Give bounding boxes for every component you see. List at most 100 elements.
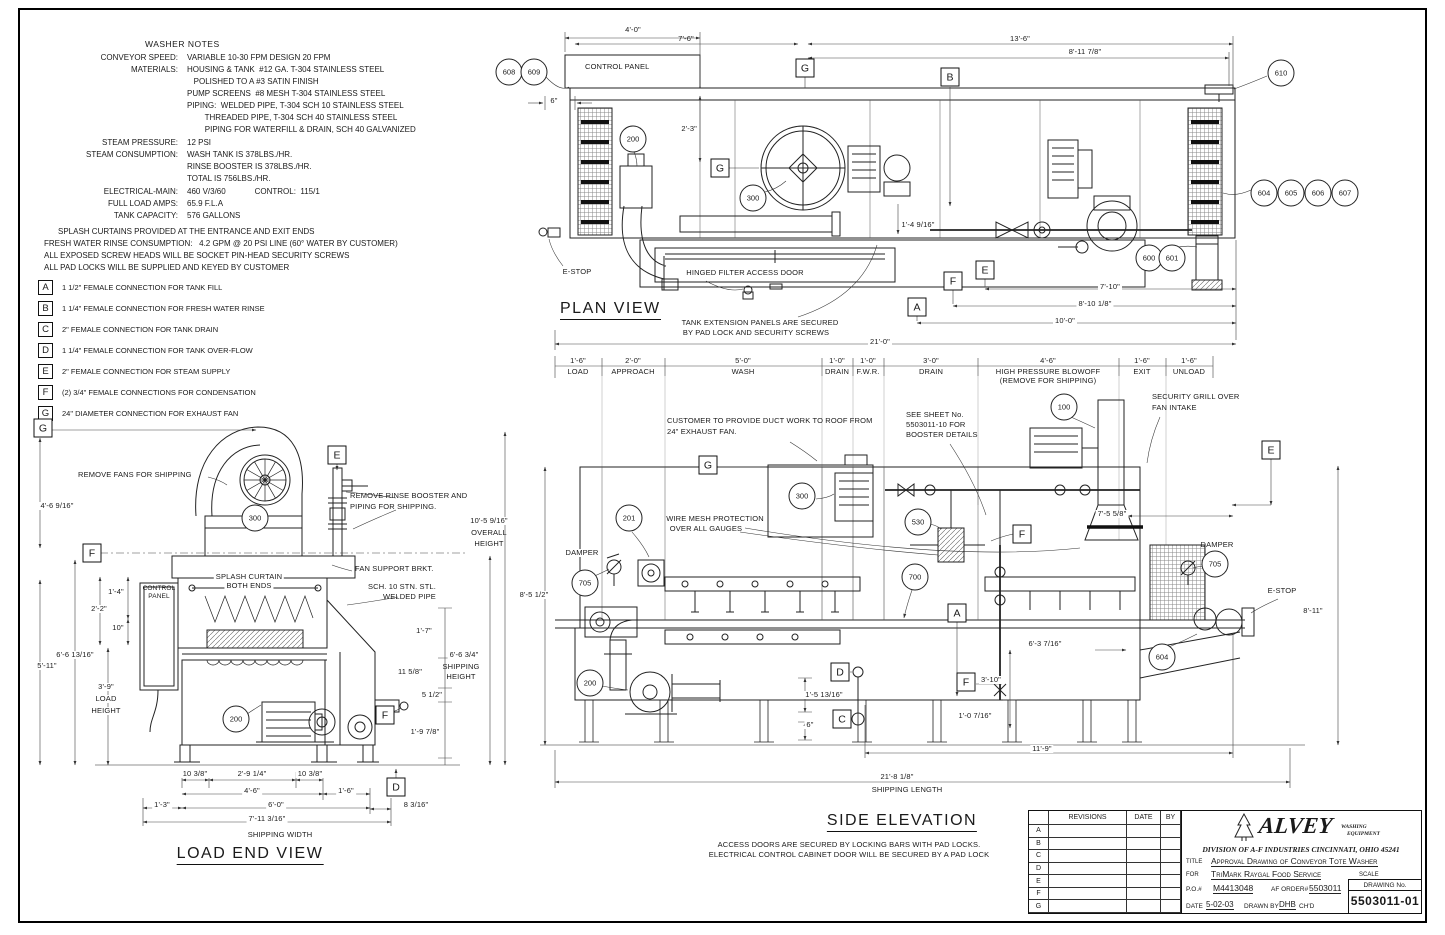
plan-right-grill <box>1187 107 1223 236</box>
dim-label: 6" <box>548 96 560 106</box>
spec-label <box>36 174 178 183</box>
load-fans-note: REMOVE FANS FOR SHIPPING <box>78 470 192 479</box>
ref-letter: E <box>975 260 995 280</box>
ref-letter: F <box>956 672 976 692</box>
spec-value: RINSE BOOSTER IS 378LBS./HR. <box>187 162 312 171</box>
dim-label: 1'-3" <box>152 800 172 810</box>
load-control-panel-label: CONTROL <box>142 585 176 592</box>
dim-label: 8'-10 1/8" <box>1076 299 1114 309</box>
spec-value: PIPING: WELDED PIPE, T-304 SCH 10 STAINL… <box>187 101 404 110</box>
balloon: 705 <box>1201 550 1229 578</box>
balloon: 606 <box>1304 179 1332 207</box>
spec-label <box>36 162 178 171</box>
ref-letter: G <box>795 58 815 78</box>
notes-title: WASHER NOTES <box>145 39 220 49</box>
dim-label: 1'-6" <box>336 786 356 796</box>
connection-key: E <box>38 364 53 379</box>
side-mesh-note: WIRE MESH PROTECTION <box>666 514 764 523</box>
date-label: DATE <box>1186 903 1203 910</box>
side-access-note: ELECTRICAL CONTROL CABINET DOOR WILL BE … <box>708 850 990 859</box>
rev-cell <box>1029 811 1049 825</box>
dim-label: 11'-9" <box>1030 744 1054 754</box>
load-curtain-label: SPLASH CURTAIN <box>213 572 285 582</box>
plan-tank-ext-note: BY PAD LOCK AND SECURITY SCREWS <box>682 328 830 337</box>
side-booster-note: BOOSTER DETAILS <box>906 430 978 439</box>
balloon: 100 <box>1050 393 1078 421</box>
section-dim: 2'-0" <box>623 356 643 366</box>
rev-row-letter: C <box>1029 850 1049 863</box>
balloon: 300 <box>739 184 767 212</box>
balloon: 607 <box>1331 179 1359 207</box>
balloon: 610 <box>1267 59 1295 87</box>
dim-label: 7'-10" <box>1097 282 1123 292</box>
rev-row-letter: F <box>1029 887 1049 901</box>
balloon: 604 <box>1148 643 1176 671</box>
spec-label <box>36 77 178 86</box>
dim-label: 8'-11 7/8" <box>1066 47 1104 57</box>
side-booster-note: SEE SHEET No. <box>906 410 964 419</box>
po-label: P.O.# <box>1186 886 1202 893</box>
ref-letter: G <box>710 158 730 178</box>
general-note: FRESH WATER RINSE CONSUMPTION: 4.2 GPM @… <box>44 239 398 248</box>
dim-label: SHIPPING <box>442 662 480 671</box>
dim-label: 10 3/8" <box>295 769 325 779</box>
ref-letter: F <box>82 543 102 563</box>
ref-letter: E <box>1261 440 1281 460</box>
section-name: EXIT <box>1133 367 1151 376</box>
spec-value: POLISHED TO A #3 SATIN FINISH <box>187 77 319 86</box>
load-control-panel-label: PANEL <box>148 593 170 600</box>
section-name: HIGH PRESSURE BLOWOFF <box>995 367 1101 376</box>
dim-label: 3'-10" <box>978 675 1004 685</box>
dim-label: 4'-6" <box>242 786 262 796</box>
connection-key: B <box>38 301 53 316</box>
spec-label: STEAM PRESSURE: <box>101 138 178 147</box>
load-machine <box>95 426 460 766</box>
spec-label: STEAM CONSUMPTION: <box>85 150 178 159</box>
title-label: TITLE <box>1186 859 1203 865</box>
spec-value: 65.9 F.L.A <box>187 199 224 208</box>
spec-label: FULL LOAD AMPS: <box>108 199 178 208</box>
section-name: APPROACH <box>611 367 655 376</box>
title-block-right: ALVEY WASHING EQUIPMENT DIVISION OF A-F … <box>1181 811 1421 913</box>
section-dim: 1'-6" <box>1179 356 1199 366</box>
side-elevation-title: SIDE ELEVATION <box>826 812 978 832</box>
connection-key: F <box>38 385 53 400</box>
dim-label: OVERALL <box>471 528 507 537</box>
load-end-view-title: LOAD END VIEW <box>176 845 324 865</box>
load-pipe-note: SCH. 10 STN. STL. <box>368 582 436 591</box>
rev-row-letter: G <box>1029 900 1049 913</box>
dim-label: HEIGHT <box>446 672 476 681</box>
ref-letter: C <box>832 709 852 729</box>
spec-value: THREADED PIPE, T-304 SCH 40 STAINLESS ST… <box>187 113 398 122</box>
plan-view-title: PLAN VIEW <box>560 300 661 320</box>
side-grill-note: FAN INTAKE <box>1152 403 1197 412</box>
load-booster-note: REMOVE RINSE BOOSTER AND <box>350 491 468 500</box>
spec-value: WASH TANK IS 378LBS./HR. <box>187 150 293 159</box>
ref-letter: A <box>947 603 967 623</box>
dim-label: 2'-3" <box>681 124 697 133</box>
dim-label: 10'-5 9/16" <box>468 516 510 526</box>
connection-text: 24" DIAMETER CONNECTION FOR EXHAUST FAN <box>62 409 239 418</box>
order-label: AF ORDER# <box>1271 886 1309 893</box>
dim-label: 2'-9 1/4" <box>235 769 269 779</box>
spec-label: ELECTRICAL-MAIN: <box>103 187 178 196</box>
dim-label: 10" <box>110 623 126 633</box>
plan-control-panel-label: CONTROL PANEL <box>585 62 650 71</box>
load-curtain-label: BOTH ENDS <box>224 581 274 591</box>
spec-label <box>36 101 178 110</box>
load-brkt-note: FAN SUPPORT BRKT. <box>355 564 434 573</box>
load-leaders <box>207 476 402 715</box>
section-name: WASH <box>731 367 755 376</box>
side-damper-label: DAMPER <box>1200 540 1234 549</box>
ref-letter: B <box>940 67 960 87</box>
spec-label <box>36 113 178 122</box>
date-header: DATE <box>1127 811 1161 825</box>
dim-label: 6'-6 3/4" <box>447 650 481 660</box>
balloon: 604 <box>1250 179 1278 207</box>
rev-row-letter: B <box>1029 837 1049 851</box>
general-note: SPLASH CURTAINS PROVIDED AT THE ENTRANCE… <box>58 227 315 236</box>
dim-label: 1'-0 7/16" <box>956 711 994 721</box>
drawing-no-label: DRAWING No. <box>1349 880 1421 891</box>
drawn-label: DRAWN BY <box>1244 903 1279 910</box>
